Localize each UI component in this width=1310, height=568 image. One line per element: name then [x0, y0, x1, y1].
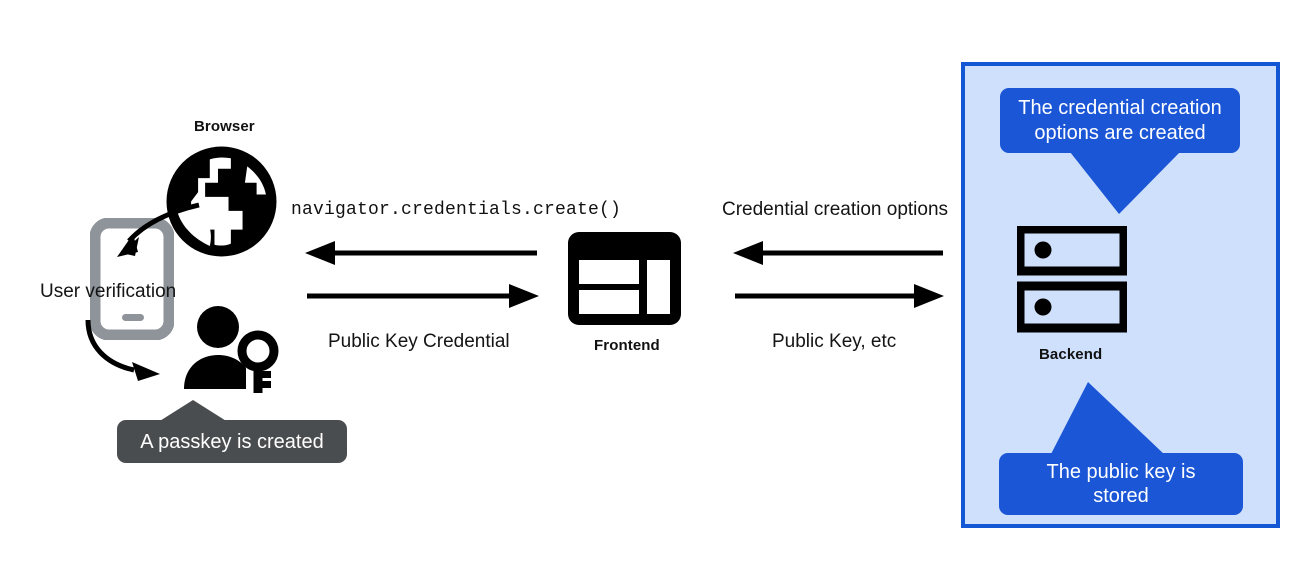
arrow-frontend-to-browser [305, 241, 537, 265]
phone-icon [90, 218, 174, 340]
backend-top-callout-tail [1070, 152, 1180, 214]
backend-bottom-callout: The public key is stored [999, 453, 1243, 515]
backend-top-callout-line2: options are created [1034, 121, 1206, 144]
globe-icon [166, 146, 277, 257]
browser-window-icon [568, 232, 681, 325]
frontend-label: Frontend [594, 337, 660, 354]
message-credential-creation-options-label: Credential creation options [722, 199, 949, 220]
phone-to-person-arrow [85, 319, 160, 381]
backend-bottom-callout-line2: stored [1093, 485, 1149, 507]
arrow-browser-to-frontend [307, 284, 539, 308]
backend-bottom-callout-tail [1050, 382, 1166, 456]
backend-label: Backend [1039, 346, 1103, 363]
passkey-callout: A passkey is created [117, 420, 347, 463]
browser-to-phone-arrow [117, 202, 200, 257]
backend-top-callout: The credential creation options are crea… [1000, 88, 1240, 153]
message-public-key-credential-label: Public Key Credential [328, 331, 510, 352]
server-icon [1017, 226, 1127, 333]
passkey-callout-tail [155, 400, 231, 424]
backend-top-callout-line1: The credential creation [1018, 97, 1222, 120]
person-key-icon [184, 306, 279, 393]
arrow-frontend-to-backend [735, 284, 944, 308]
user-verification-label: User verification [40, 281, 177, 302]
message-public-key-etc-label: Public Key, etc [772, 331, 897, 352]
backend-bottom-callout-line1: The public key is [1046, 460, 1196, 483]
arrow-backend-to-frontend [733, 241, 943, 265]
message-navigator-create-label: navigator.credentials.create() [291, 200, 622, 220]
browser-label: Browser [194, 118, 255, 135]
